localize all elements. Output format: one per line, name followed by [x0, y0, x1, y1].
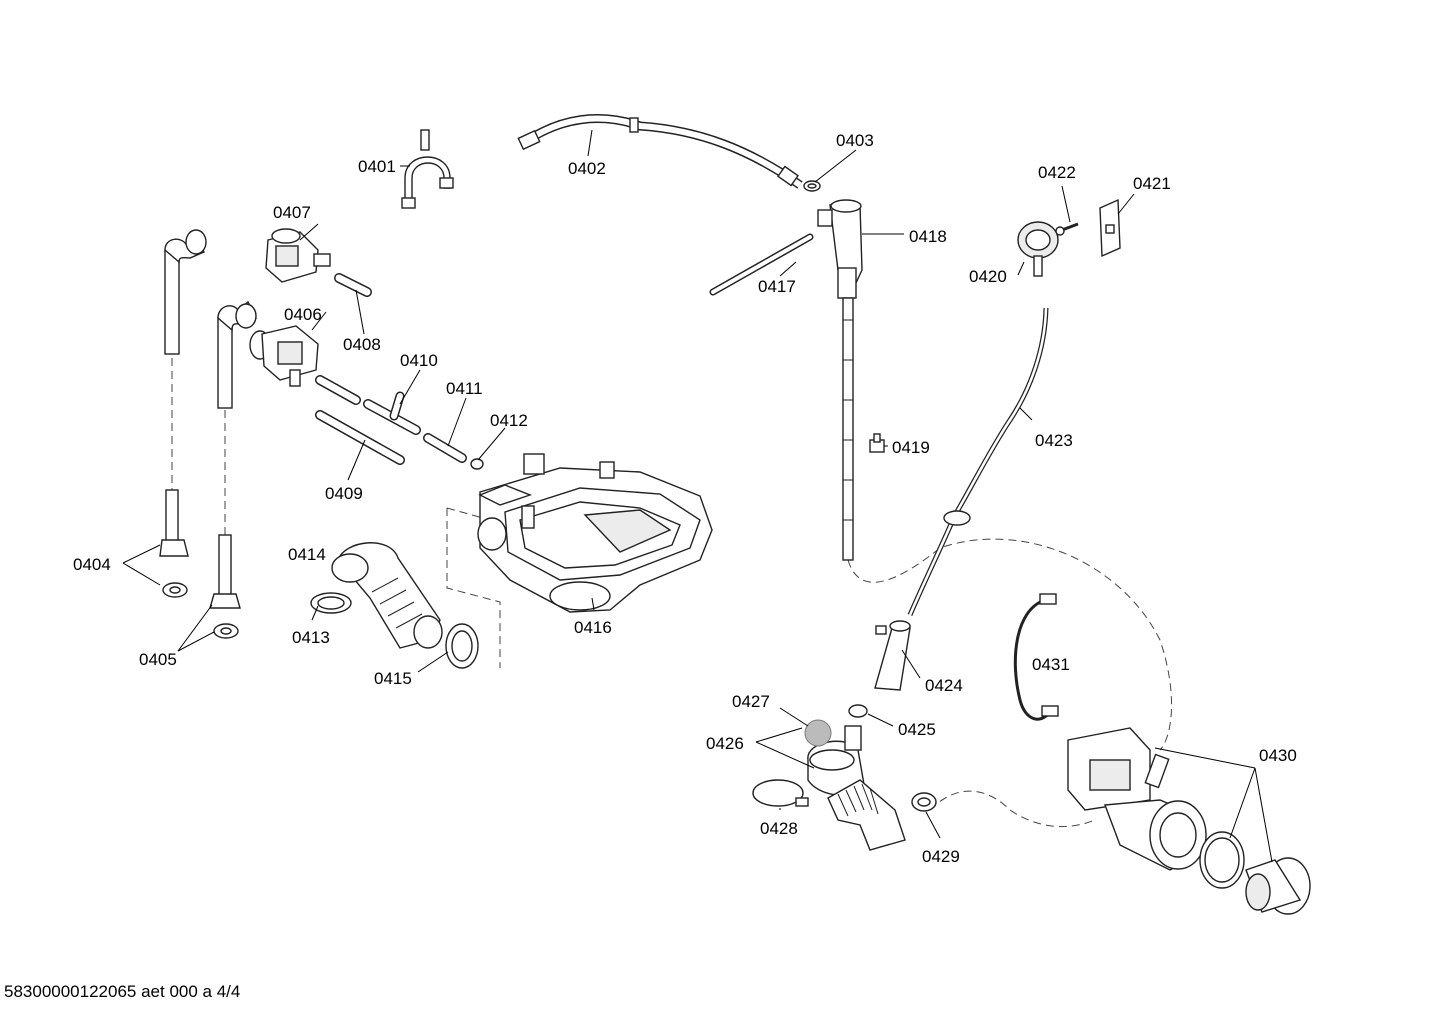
- part-0417-tube: [709, 233, 814, 296]
- label-0410: 0410: [400, 351, 438, 370]
- label-0414: 0414: [288, 545, 326, 564]
- label-0412: 0412: [490, 411, 528, 430]
- label-0419: 0419: [892, 438, 930, 457]
- part-0431-cable: [1013, 593, 1059, 721]
- part-0425-hose-clamp: [848, 704, 868, 718]
- label-0411: 0411: [446, 379, 483, 398]
- label-0409: 0409: [325, 484, 363, 503]
- label-0415: 0415: [374, 669, 412, 688]
- part-0428-clamp-ring: [752, 779, 809, 807]
- part-0401-pipe-bracket: [401, 129, 454, 209]
- part-0413-hose-clamp: [310, 592, 352, 614]
- part-0421-bracket-plate: [1099, 198, 1121, 258]
- part-0403-hose-clamp: [803, 180, 821, 192]
- label-0407: 0407: [273, 203, 311, 222]
- part-0422-screw: [1055, 222, 1079, 236]
- label-0416: 0416: [574, 618, 612, 637]
- label-0402: 0402: [568, 159, 606, 178]
- label-0425: 0425: [898, 720, 936, 739]
- label-0406: 0406: [284, 305, 322, 324]
- label-0403: 0403: [836, 131, 874, 150]
- label-0408: 0408: [343, 335, 381, 354]
- label-0423: 0423: [1035, 431, 1073, 450]
- label-0424: 0424: [925, 676, 963, 695]
- part-0406-solenoid-valve: [249, 325, 319, 387]
- part-0426-sump: [804, 719, 866, 797]
- part-0426-drain-hose: [827, 779, 906, 851]
- part-0405-inlet-elbow: [209, 300, 257, 639]
- label-0431: 0431: [1032, 655, 1070, 674]
- label-0429: 0429: [922, 847, 960, 866]
- leader-lines: [122, 129, 1273, 863]
- label-0421: 0421: [1133, 174, 1171, 193]
- label-0404: 0404: [73, 555, 111, 574]
- part-0418-pressure-chamber: [817, 199, 863, 299]
- part-0418-level-tube: [842, 297, 854, 561]
- label-0426: 0426: [706, 734, 744, 753]
- part-0407-solenoid-valve: [265, 228, 331, 283]
- label-0413: 0413: [292, 628, 330, 647]
- label-0401: 0401: [358, 157, 396, 176]
- label-0420: 0420: [969, 267, 1007, 286]
- part-labels: 0401 0402 0403 0404 0405 0406 0407 0408 …: [73, 131, 1297, 866]
- document-id-footer: 58300000122065 aet 000 a 4/4: [4, 982, 240, 1001]
- part-0415-hose-clamp: [445, 623, 479, 669]
- label-0430: 0430: [1259, 746, 1297, 765]
- part-0411-hose: [423, 433, 467, 463]
- part-0414-bellows-hose: [331, 542, 443, 649]
- part-0410-t-piece: [363, 391, 421, 435]
- part-0408-hose: [315, 273, 372, 405]
- label-0428: 0428: [760, 819, 798, 838]
- part-0430-drain-pump: [1067, 727, 1311, 915]
- part-0419-clip: [869, 433, 885, 453]
- part-0402-hose: [517, 114, 803, 189]
- part-0404-inlet-elbow: [159, 229, 207, 598]
- part-0420-pressure-switch: [1017, 221, 1059, 277]
- label-0405: 0405: [139, 650, 177, 669]
- part-0429-hose-clamp: [911, 792, 937, 812]
- label-0422: 0422: [1038, 163, 1076, 182]
- part-0416-dispenser-housing: [477, 453, 713, 613]
- label-0418: 0418: [909, 227, 947, 246]
- part-0409-hose: [315, 410, 405, 465]
- part-0423-pressure-hose: [907, 307, 1049, 616]
- label-0427: 0427: [732, 692, 770, 711]
- assembly-lines: [171, 358, 1172, 828]
- part-0412-clamp: [470, 458, 484, 470]
- part-0424-air-trap: [874, 620, 911, 691]
- label-0417: 0417: [758, 277, 796, 296]
